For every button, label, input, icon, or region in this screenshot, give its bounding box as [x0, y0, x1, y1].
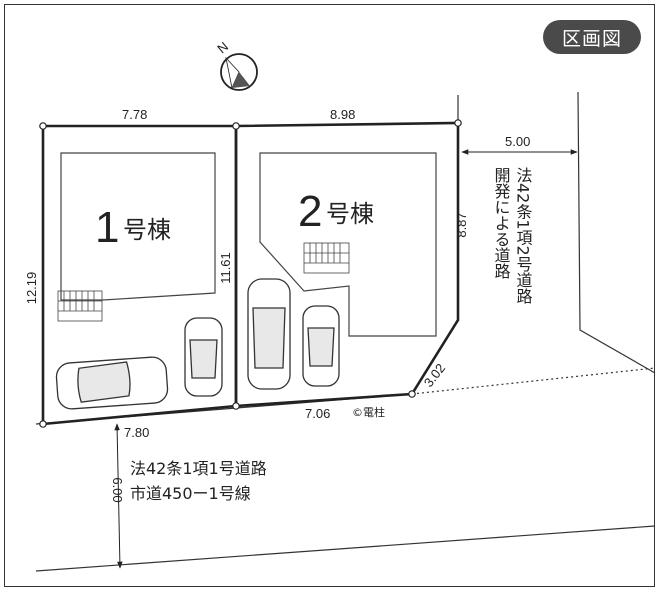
- lot-2-top-dimension: 8.98: [330, 107, 355, 122]
- corner-cut-dimension: 3.02: [421, 361, 448, 390]
- lot-1-top-dimension: 7.78: [122, 107, 147, 122]
- south-road-north-edge-dotted: [411, 367, 656, 395]
- lot-2-boundary: [234, 121, 460, 408]
- north-compass-icon: [220, 53, 258, 91]
- lot-2-building: [259, 152, 437, 337]
- lot-1-label: 号棟: [123, 216, 171, 244]
- corner-point: [232, 122, 240, 130]
- car-icon: [184, 317, 223, 397]
- lot-2-label: 号棟: [326, 200, 374, 228]
- lot-2-right-dimension: 8.87: [454, 212, 469, 237]
- corner-point: [39, 420, 47, 428]
- stair-grid-2: [303, 242, 350, 274]
- middle-dimension: 11.61: [218, 252, 233, 284]
- lot-1-bottom-dimension: 7.80: [124, 425, 149, 440]
- south-road-line-1: 法42条1項1号道路: [130, 459, 267, 478]
- south-road-south-edge: [35, 525, 656, 572]
- map-frame: [4, 4, 655, 587]
- car-icon: [302, 305, 340, 387]
- corner-point: [454, 119, 462, 127]
- corner-point: [408, 390, 416, 398]
- east-road-east-edge: [577, 91, 656, 374]
- lot-2-bottom-dimension: 7.06: [305, 406, 330, 421]
- utility-pole-label: ©電柱: [352, 405, 385, 419]
- north-label: N: [214, 39, 231, 57]
- east-road-width: 5.00: [505, 134, 530, 149]
- corner-point: [39, 122, 47, 130]
- car-icon: [247, 278, 291, 390]
- south-road-width: 6.00: [110, 477, 125, 502]
- lot-1-left-dimension: 12.19: [24, 272, 39, 305]
- corner-point: [232, 402, 240, 410]
- section-map-badge: 区画図: [543, 20, 641, 54]
- south-road-width-arrow: [114, 423, 123, 569]
- lot-2-number: 2: [298, 187, 322, 236]
- south-road-line-2: 市道450ー1号線: [130, 484, 251, 503]
- car-icon: [55, 356, 169, 410]
- east-road-line-2: 開発による道路: [492, 167, 511, 279]
- stair-grid-1: [57, 290, 103, 322]
- lot-1-building: [60, 152, 216, 301]
- lot-1-number: 1: [95, 203, 119, 252]
- east-road-line-1: 法42条1項2号道路: [514, 167, 533, 304]
